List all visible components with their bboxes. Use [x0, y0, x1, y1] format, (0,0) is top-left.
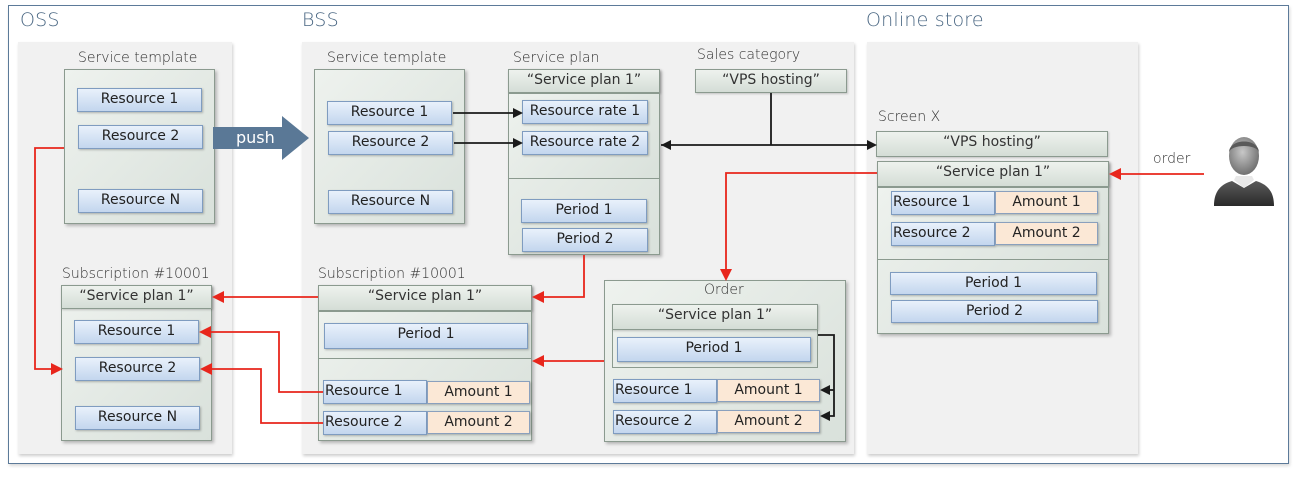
- bss-subscription-amount-2[interactable]: Amount 2: [427, 411, 530, 434]
- order-amount-1[interactable]: Amount 1: [717, 379, 820, 402]
- bss-subscription-plan[interactable]: “Service plan 1”: [318, 285, 532, 311]
- service-plan-period-2[interactable]: Period 2: [522, 228, 648, 252]
- sales-category-title: Sales category: [697, 47, 801, 63]
- oss-subscription-resource-1[interactable]: Resource 1: [74, 320, 199, 344]
- screen-resource-2[interactable]: Resource 2: [891, 222, 995, 246]
- order-amount-2[interactable]: Amount 2: [717, 410, 820, 433]
- oss-template-resource-n[interactable]: Resource N: [78, 189, 203, 213]
- oss-subscription-resource-2[interactable]: Resource 2: [75, 357, 200, 381]
- screen-plan[interactable]: “Service plan 1”: [877, 161, 1109, 187]
- order-resource-2[interactable]: Resource 2: [613, 410, 717, 434]
- screen-period-2[interactable]: Period 2: [891, 300, 1098, 323]
- screen-amount-1[interactable]: Amount 1: [995, 191, 1098, 214]
- bss-subscription-resource-2[interactable]: Resource 2: [323, 411, 427, 435]
- screen-amount-2[interactable]: Amount 2: [995, 222, 1098, 245]
- service-plan-title: Service plan: [513, 50, 600, 66]
- oss-subscription-plan[interactable]: “Service plan 1”: [61, 285, 212, 309]
- bss-subscription-title: Subscription #10001: [318, 266, 466, 282]
- bss-template-resource-2[interactable]: Resource 2: [328, 131, 453, 155]
- zone-title-online-store: Online store: [866, 9, 984, 31]
- oss-template-resource-1[interactable]: Resource 1: [77, 88, 202, 112]
- screen-x-title: Screen X: [878, 109, 941, 125]
- order-title: Order: [704, 282, 744, 298]
- resource-rate-1[interactable]: Resource rate 1: [522, 100, 648, 124]
- bss-subscription-period[interactable]: Period 1: [324, 323, 528, 349]
- bss-template-resource-n[interactable]: Resource N: [328, 190, 453, 214]
- order-plan[interactable]: “Service plan 1”: [612, 304, 818, 330]
- screen-category[interactable]: “VPS hosting”: [876, 131, 1108, 157]
- oss-subscription-title: Subscription #10001: [62, 266, 210, 282]
- oss-template-resource-2[interactable]: Resource 2: [78, 125, 203, 149]
- zone-title-bss: BSS: [302, 9, 339, 31]
- bss-subscription-resource-1[interactable]: Resource 1: [323, 380, 427, 404]
- resource-rate-2[interactable]: Resource rate 2: [522, 131, 648, 155]
- oss-service-template-title: Service template: [78, 50, 198, 66]
- push-label: push: [236, 128, 275, 147]
- order-label: order: [1153, 151, 1191, 167]
- sales-category-name[interactable]: “VPS hosting”: [695, 69, 847, 93]
- service-plan-period-1[interactable]: Period 1: [521, 199, 647, 223]
- bss-template-resource-1[interactable]: Resource 1: [327, 101, 452, 125]
- bss-service-template-title: Service template: [327, 50, 447, 66]
- order-period[interactable]: Period 1: [617, 337, 811, 362]
- service-plan-name[interactable]: “Service plan 1”: [508, 69, 660, 93]
- order-resource-1[interactable]: Resource 1: [613, 379, 717, 403]
- zone-title-oss: OSS: [20, 9, 60, 31]
- person-icon: [1214, 137, 1274, 206]
- bss-subscription-amount-1[interactable]: Amount 1: [427, 381, 530, 404]
- screen-period-1[interactable]: Period 1: [890, 272, 1097, 295]
- oss-subscription-resource-n[interactable]: Resource N: [75, 406, 200, 430]
- screen-resource-1[interactable]: Resource 1: [891, 191, 995, 215]
